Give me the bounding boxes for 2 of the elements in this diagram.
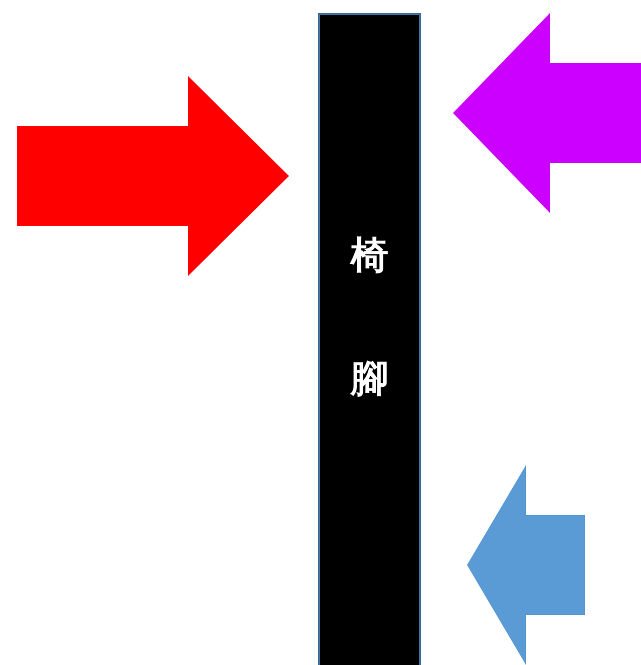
chair-leg-bar	[318, 13, 421, 665]
bar-label: 椅腳	[350, 205, 388, 455]
